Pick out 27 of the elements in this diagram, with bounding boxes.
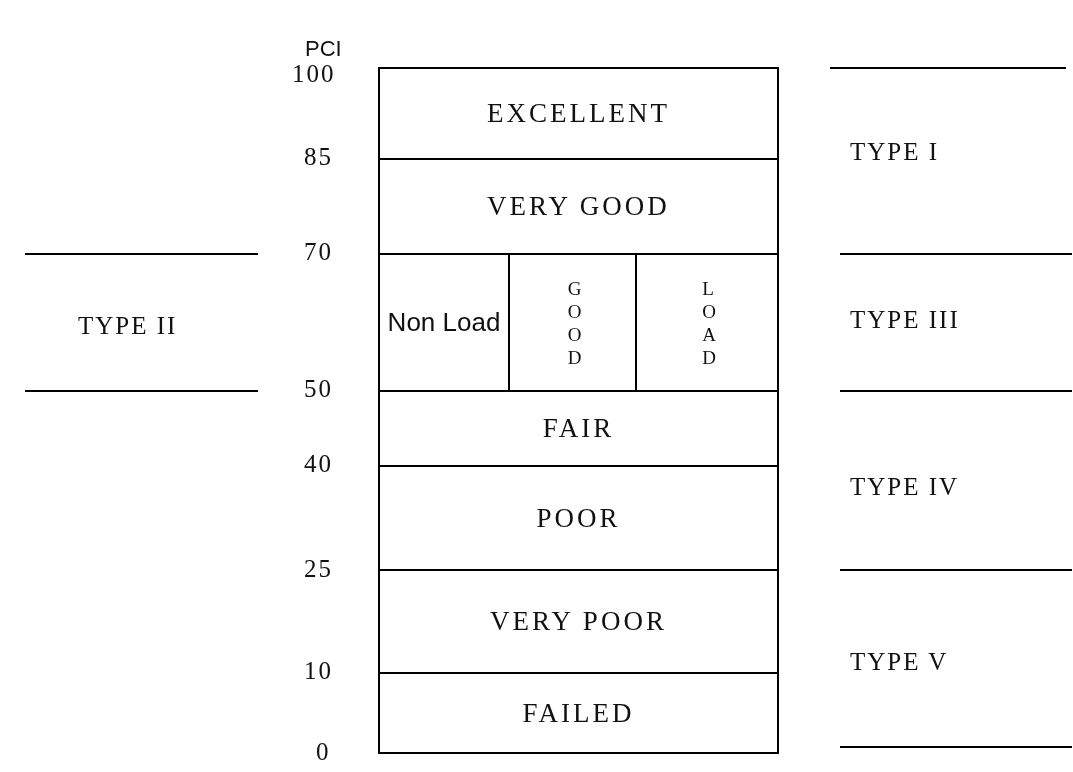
scale-value: 10	[304, 657, 333, 685]
condition-band	[378, 390, 779, 467]
scale-value: 100	[292, 60, 336, 88]
scale-value: 70	[304, 238, 333, 266]
condition-label: Non Load	[387, 307, 501, 338]
scale-value: 25	[304, 555, 333, 583]
axis-title: PCI	[305, 36, 342, 62]
condition-band	[378, 672, 779, 754]
condition-label: EXCELLENT	[487, 98, 670, 129]
condition-label: VERY POOR	[490, 606, 667, 637]
type-label: TYPE II	[78, 312, 178, 340]
type-label: TYPE III	[850, 306, 960, 334]
scale-value: 40	[304, 450, 333, 478]
type-label: TYPE IV	[850, 473, 960, 501]
condition-label: FAIR	[542, 413, 615, 444]
condition-label: POOR	[536, 502, 621, 534]
scale-value: 0	[316, 738, 331, 766]
type-label: TYPE I	[850, 138, 940, 166]
condition-band	[378, 67, 779, 160]
scale-value: 85	[304, 143, 333, 171]
condition-band	[378, 158, 779, 255]
condition-label: VERY GOOD	[487, 191, 670, 222]
condition-band	[378, 465, 779, 571]
scale-value: 50	[304, 375, 333, 403]
condition-band	[378, 569, 779, 674]
type-label: TYPE V	[850, 648, 949, 676]
condition-label: FAILED	[522, 697, 635, 729]
